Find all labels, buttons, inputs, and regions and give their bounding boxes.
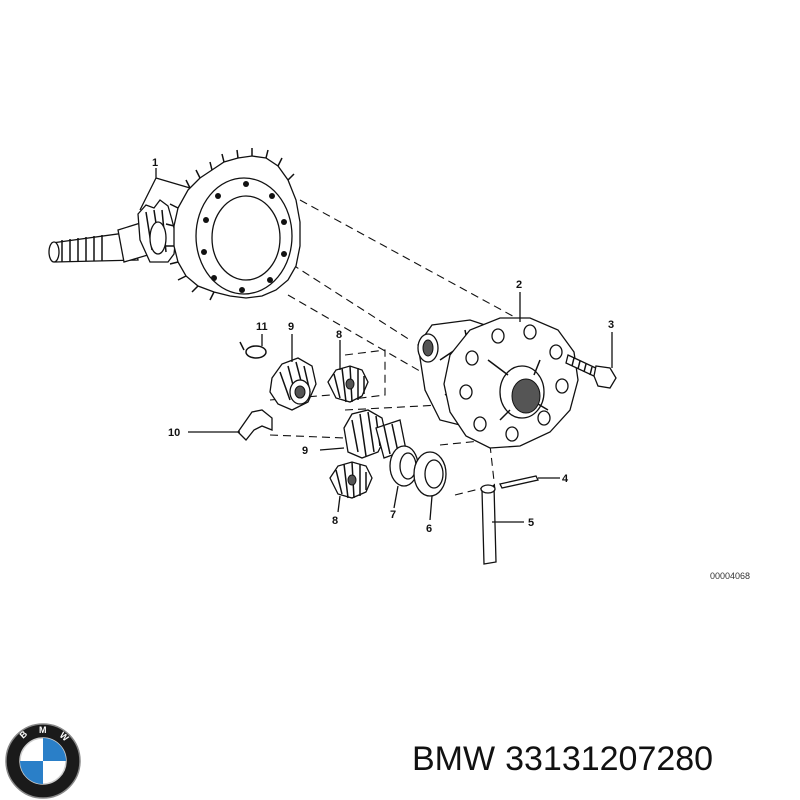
callout-label: 6 xyxy=(426,523,432,535)
callout-label: 9 xyxy=(302,445,308,457)
callout-label: 2 xyxy=(516,279,522,291)
callout-label: 3 xyxy=(608,319,614,331)
bmw-logo-icon: B M W xyxy=(5,723,81,799)
thrust-washer xyxy=(413,451,447,497)
svg-text:B: B xyxy=(18,728,30,740)
ring-gear-bolt-holes xyxy=(201,181,287,293)
flange-bolt-holes xyxy=(459,324,569,442)
callout-label: 5 xyxy=(528,517,534,529)
callout-label: 8 xyxy=(332,515,338,527)
lock-ring xyxy=(239,341,267,359)
ring-gear-and-pinion xyxy=(48,148,301,301)
callout-label: 11 xyxy=(256,321,268,333)
drawing-number: 00004068 xyxy=(710,571,750,581)
callout-label: 7 xyxy=(390,509,396,521)
pinion-gear-lower xyxy=(329,461,373,499)
callout-labels: 1 2 3 4 5 6 7 8 9 10 11 8 9 xyxy=(152,157,614,535)
differential-shaft xyxy=(480,484,497,565)
thrust-washer-half xyxy=(237,409,273,441)
side-gear-upper xyxy=(269,357,317,411)
callout-label: 10 xyxy=(168,427,180,439)
callout-label: 9 xyxy=(288,321,294,333)
pinion-gear-upper xyxy=(327,365,369,403)
svg-text:M: M xyxy=(39,725,47,735)
bolt xyxy=(565,354,617,389)
spacer-ring xyxy=(389,445,419,487)
lock-pin xyxy=(499,475,539,489)
brand-name: BMW xyxy=(412,740,496,778)
part-number: 33131207280 xyxy=(505,740,714,778)
differential-housing xyxy=(417,317,579,449)
callout-label: 1 xyxy=(152,157,158,169)
callout-label: 4 xyxy=(562,473,569,485)
callout-label: 8 xyxy=(336,329,342,341)
leader-lines xyxy=(139,168,613,523)
